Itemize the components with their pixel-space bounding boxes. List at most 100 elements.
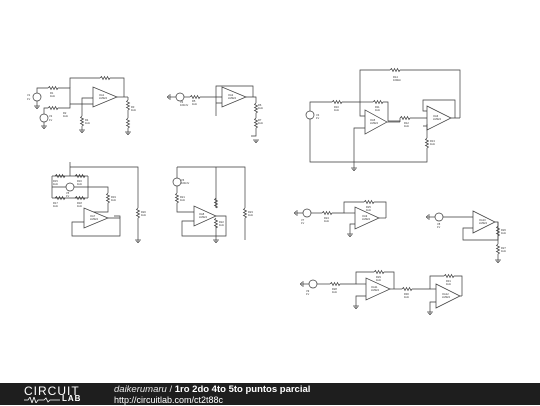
component-label: R1 xyxy=(50,91,54,95)
component-label: R29 xyxy=(376,275,381,279)
component-label: 1kΩ xyxy=(63,114,68,118)
component-label: 1kΩ xyxy=(501,231,506,235)
schematic-diagram: V1 1V V2 1V R1 1kΩ R2 1kΩ R4 1kΩ R3 1kΩ … xyxy=(27,68,506,315)
logo-word: CIRCUIT xyxy=(24,384,80,398)
resistor-r11 xyxy=(372,100,384,104)
component-label: OA10 xyxy=(479,218,486,222)
voltage-source-v4 xyxy=(305,110,315,120)
component-label: LM324 xyxy=(442,295,450,299)
voltage-source-v5 xyxy=(65,182,75,192)
component-label: 1V xyxy=(49,118,52,122)
opamp-oa6 xyxy=(426,105,452,131)
component-label: 1kΩ xyxy=(446,282,451,286)
circuit-5: V6 100mV R21 1kΩ R22 1kΩ R23 1kΩ OA8 LM3… xyxy=(172,166,253,243)
component-label: 1kΩ xyxy=(324,219,329,223)
component-label: 1V xyxy=(301,221,304,225)
component-label: 1kΩ xyxy=(375,108,380,112)
resistor-r20 xyxy=(136,207,140,219)
component-label: 1kΩ xyxy=(85,121,90,125)
component-label: OA8 xyxy=(199,212,205,216)
component-label: 1V xyxy=(316,116,319,120)
author-name[interactable]: daikerumaru xyxy=(114,384,167,395)
resistor-r27 xyxy=(496,243,500,255)
component-label: 1kΩ xyxy=(366,208,371,212)
voltage-source-v1 xyxy=(32,92,42,102)
component-label: 1kΩ xyxy=(334,108,339,112)
opamp-oa5 xyxy=(364,109,388,135)
component-label: 1kΩ xyxy=(430,142,435,146)
component-label: LM324 xyxy=(199,215,207,219)
component-label: LM324 xyxy=(479,221,487,225)
footer-bar: CIRCUIT LAB daikerumaru / 1ro 2do 4to 5t… xyxy=(0,383,540,405)
component-label: 100mV xyxy=(181,181,189,185)
opamp-oa11 xyxy=(365,277,391,301)
opamp-oa12 xyxy=(435,283,461,309)
resistor-r29 xyxy=(373,270,385,274)
voltage-source-v6 xyxy=(172,177,182,187)
voltage-source-v7 xyxy=(302,208,312,218)
component-label: R15 xyxy=(53,179,58,183)
circuit-2: V3 100mV R5 1kΩ R6 1kΩ R7 1kΩ OA2 LM324 xyxy=(167,85,263,143)
opamp-oa7 xyxy=(83,207,109,229)
component-label: R24 xyxy=(324,216,329,220)
circuit-url[interactable]: http://circuitlab.com/ct2t88c xyxy=(114,395,224,405)
resistor-r5 xyxy=(189,95,201,99)
component-label: V7 xyxy=(301,218,305,222)
resistor-r3 xyxy=(99,76,111,80)
component-label: LM324 xyxy=(90,217,98,221)
component-label: V2 xyxy=(49,114,53,118)
circuit-meta: daikerumaru / 1ro 2do 4to 5to puntos par… xyxy=(114,384,310,406)
component-label: R28 xyxy=(332,287,337,291)
resistor-r28 xyxy=(329,282,341,286)
component-label: 1kΩ xyxy=(131,108,136,112)
circuit-6: V7 1V R24 1kΩ R25 1kΩ OA9 LM324 xyxy=(294,200,387,237)
resistor-r4 xyxy=(80,115,84,127)
title-separator: / xyxy=(166,384,175,395)
voltage-source-v9 xyxy=(308,279,318,289)
component-label: 1kΩ xyxy=(501,249,506,253)
resistor-r14 xyxy=(389,68,401,72)
component-label: 1kΩ xyxy=(192,102,197,106)
resistor-r2 xyxy=(47,106,59,110)
component-label: V9 xyxy=(306,289,310,293)
component-label: R19 xyxy=(111,195,116,199)
circuit-1: V1 1V V2 1V R1 1kΩ R2 1kΩ R4 1kΩ R3 1kΩ … xyxy=(27,76,136,135)
component-label: R21 xyxy=(180,195,185,199)
component-label: R26 xyxy=(501,228,506,232)
logo-wave-icon xyxy=(24,397,60,403)
component-label: LM324 xyxy=(370,121,378,125)
component-label: 1V xyxy=(27,97,30,101)
component-label: V5 xyxy=(66,191,70,195)
component-label: 1kΩ xyxy=(404,124,409,128)
opamp-oa1 xyxy=(92,86,118,108)
resistor-r24 xyxy=(321,211,333,215)
component-label: R11 xyxy=(375,105,380,109)
component-label: R27 xyxy=(501,246,506,250)
component-label: LM324 xyxy=(433,117,441,121)
schematic-canvas[interactable]: V1 1V V2 1V R1 1kΩ R2 1kΩ R4 1kΩ R3 1kΩ … xyxy=(0,0,540,383)
resistor-r10 xyxy=(331,100,343,104)
resistor-r23 xyxy=(243,207,247,219)
circuit-title[interactable]: 1ro 2do 4to 5to puntos parcial xyxy=(174,384,311,395)
component-label: 1kΩ xyxy=(404,295,409,299)
component-label: R7 xyxy=(258,118,262,122)
circuit-7: V8 1V R26 1kΩ R27 1kΩ OA10 LM324 xyxy=(426,210,506,263)
component-label: R18 xyxy=(77,201,82,205)
component-label: R13 xyxy=(430,139,435,143)
component-label: 1kΩ xyxy=(332,290,337,294)
opamp-oa2 xyxy=(221,86,247,108)
component-label: 1kΩ xyxy=(53,204,58,208)
resistor-r31 xyxy=(443,274,455,278)
component-label: R10 xyxy=(334,105,339,109)
logo-sub: LAB xyxy=(62,394,82,403)
component-label: R25 xyxy=(366,205,371,209)
component-label: 1kΩ xyxy=(219,223,224,227)
component-label: 1kΩ xyxy=(111,198,116,202)
component-label: V4 xyxy=(316,113,320,117)
circuitlab-logo[interactable]: CIRCUIT LAB xyxy=(24,384,96,403)
component-label: V1 xyxy=(27,93,31,97)
component-label: R14 xyxy=(393,75,398,79)
component-label: 1kΩ xyxy=(53,182,58,186)
component-label: R16 xyxy=(77,179,82,183)
opamp-oa8 xyxy=(193,205,217,227)
